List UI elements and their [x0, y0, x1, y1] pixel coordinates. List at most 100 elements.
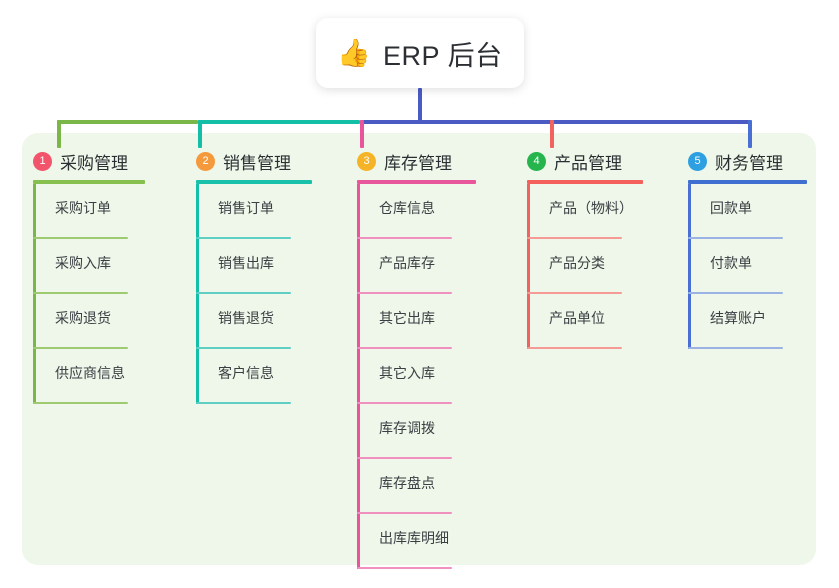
list-item-underline [527, 347, 622, 349]
column-title: 库存管理 [384, 153, 452, 173]
column-number-badge: 5 [688, 151, 707, 171]
drop-col-1 [57, 120, 61, 148]
column-header-库存管理[interactable]: 3 库存管理 [357, 148, 476, 174]
list-item[interactable]: 结算账户 [688, 294, 807, 349]
list-item-label: 销售出库 [218, 255, 274, 271]
list-item[interactable]: 销售出库 [196, 239, 312, 294]
column-items: 回款单付款单结算账户 [688, 184, 807, 349]
list-item-underline [33, 292, 128, 294]
list-item-underline [357, 457, 452, 459]
list-item-underline [357, 567, 452, 569]
thumbs-up-icon: 👍 [337, 37, 372, 69]
column-items: 仓库信息产品库存其它出库其它入库库存调拨库存盘点出库库明细 [357, 184, 476, 569]
column-items: 销售订单销售出库销售退货客户信息 [196, 184, 312, 404]
list-item-underline [196, 402, 291, 404]
list-item-label: 回款单 [710, 200, 752, 216]
column-spine [688, 184, 691, 349]
list-item-underline [688, 347, 783, 349]
list-item-underline [196, 292, 291, 294]
list-item[interactable]: 销售退货 [196, 294, 312, 349]
list-item-underline [33, 237, 128, 239]
list-item[interactable]: 产品分类 [527, 239, 643, 294]
list-item[interactable]: 库存调拨 [357, 404, 476, 459]
list-item[interactable]: 产品单位 [527, 294, 643, 349]
column-title: 销售管理 [223, 153, 291, 173]
column-spine [33, 184, 36, 404]
list-item[interactable]: 采购入库 [33, 239, 145, 294]
column-采购管理: 1 采购管理采购订单采购入库采购退货供应商信息 [33, 148, 145, 404]
list-item-underline [196, 347, 291, 349]
column-number-badge: 2 [196, 151, 215, 171]
column-header-采购管理[interactable]: 1 采购管理 [33, 148, 145, 174]
list-item-underline [33, 402, 128, 404]
column-number-badge: 1 [33, 151, 52, 171]
list-item-label: 采购入库 [55, 255, 111, 271]
drop-col-5 [748, 120, 752, 148]
drop-col-3 [360, 120, 364, 148]
column-spine [527, 184, 530, 349]
list-item[interactable]: 付款单 [688, 239, 807, 294]
column-spine [357, 184, 360, 569]
list-item[interactable]: 仓库信息 [357, 184, 476, 239]
bus-teal [198, 120, 360, 124]
list-item-underline [357, 292, 452, 294]
list-item[interactable]: 出库库明细 [357, 514, 476, 569]
list-item[interactable]: 回款单 [688, 184, 807, 239]
list-item-label: 付款单 [710, 255, 752, 271]
column-库存管理: 3 库存管理仓库信息产品库存其它出库其它入库库存调拨库存盘点出库库明细 [357, 148, 476, 569]
background-panel [22, 133, 816, 565]
list-item-label: 客户信息 [218, 365, 274, 381]
column-spine [196, 184, 199, 404]
list-item[interactable]: 其它出库 [357, 294, 476, 349]
list-item-label: 出库库明细 [379, 530, 449, 546]
list-item-underline [357, 512, 452, 514]
list-item-label: 结算账户 [710, 310, 766, 326]
list-item-label: 采购退货 [55, 310, 111, 326]
list-item-label: 仓库信息 [379, 200, 435, 216]
column-number-badge: 4 [527, 151, 546, 171]
list-item-underline [33, 347, 128, 349]
list-item-label: 产品库存 [379, 255, 435, 271]
list-item[interactable]: 产品库存 [357, 239, 476, 294]
list-item-underline [357, 237, 452, 239]
list-item[interactable]: 销售订单 [196, 184, 312, 239]
list-item[interactable]: 库存盘点 [357, 459, 476, 514]
list-item[interactable]: 供应商信息 [33, 349, 145, 404]
list-item-label: 销售订单 [218, 200, 274, 216]
list-item-label: 库存调拨 [379, 420, 435, 436]
list-item-label: 其它出库 [379, 310, 435, 326]
column-items: 产品（物料） 产品分类产品单位 [527, 184, 643, 349]
column-header-销售管理[interactable]: 2 销售管理 [196, 148, 312, 174]
list-item-label: 采购订单 [55, 200, 111, 216]
bus-green [57, 120, 198, 124]
list-item-underline [688, 237, 783, 239]
column-number-badge: 3 [357, 151, 376, 171]
list-item-underline [688, 292, 783, 294]
column-title: 采购管理 [60, 153, 128, 173]
list-item-underline [357, 402, 452, 404]
list-item-label: 销售退货 [218, 310, 274, 326]
list-item[interactable]: 其它入库 [357, 349, 476, 404]
list-item[interactable]: 采购订单 [33, 184, 145, 239]
list-item[interactable]: 客户信息 [196, 349, 312, 404]
column-items: 采购订单采购入库采购退货供应商信息 [33, 184, 145, 404]
list-item-label: 产品分类 [549, 255, 605, 271]
list-item[interactable]: 采购退货 [33, 294, 145, 349]
column-销售管理: 2 销售管理销售订单销售出库销售退货客户信息 [196, 148, 312, 404]
bus-indigo [360, 120, 750, 124]
list-item[interactable]: 产品（物料） [527, 184, 643, 239]
drop-col-4 [550, 120, 554, 148]
column-header-underline [33, 180, 145, 184]
drop-col-2 [198, 120, 202, 148]
list-item-label: 供应商信息 [55, 365, 125, 381]
column-header-underline [357, 180, 476, 184]
list-item-underline [196, 237, 291, 239]
column-header-underline [196, 180, 312, 184]
root-node-title: ERP 后台 [383, 40, 503, 71]
root-node-erp-backend[interactable]: 👍 ERP 后台 [316, 18, 524, 88]
